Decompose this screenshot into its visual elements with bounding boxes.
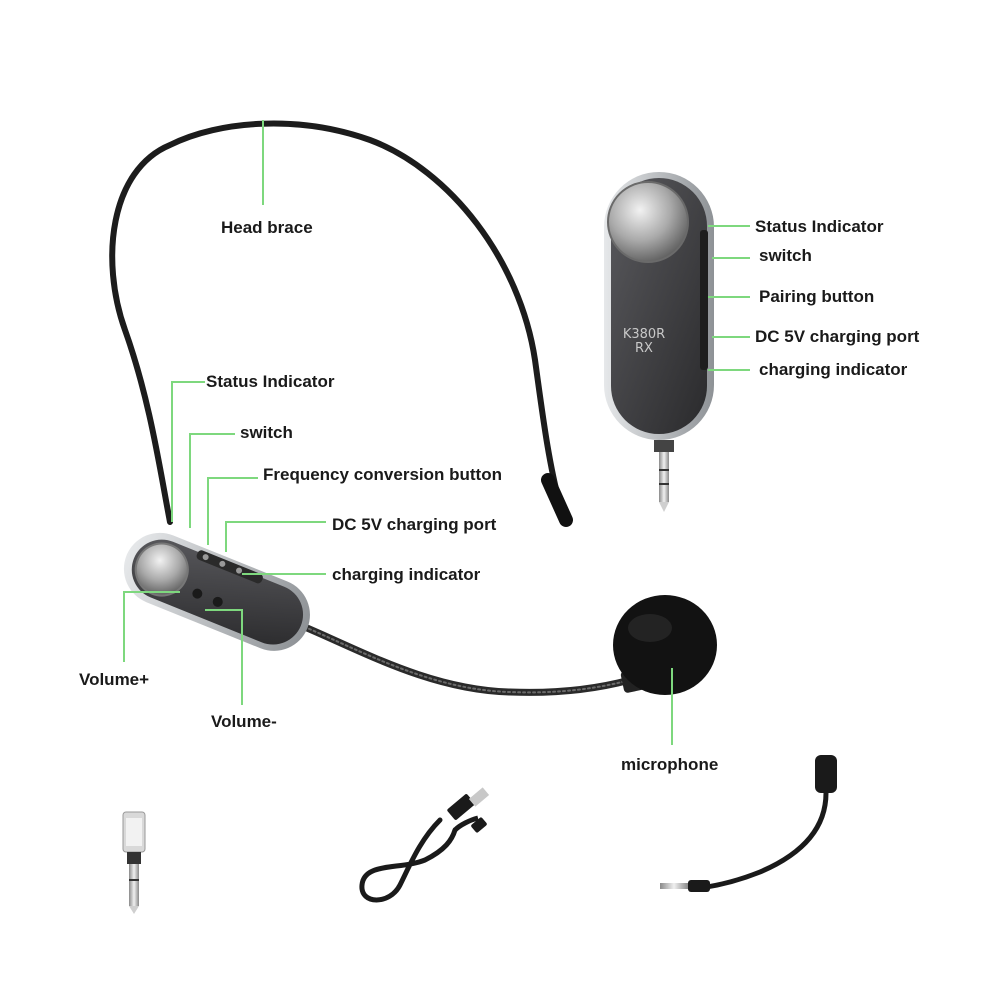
head-brace-tip (541, 473, 573, 527)
receiver-unit: K380R RX (604, 172, 714, 512)
label-volume-plus: Volume+ (79, 670, 150, 689)
usb-cable-icon (359, 787, 490, 903)
label-receiver-switch: switch (759, 246, 812, 265)
label-pairing-button: Pairing button (759, 287, 875, 306)
head-brace (109, 120, 563, 525)
label-headset-charging-indicator: charging indicator (332, 565, 481, 584)
headset-transmitter (123, 532, 310, 651)
label-headset-dc-port: DC 5V charging port (332, 515, 497, 534)
label-headset-status-indicator: Status Indicator (206, 372, 335, 391)
microphone-foam (613, 595, 717, 695)
label-receiver-status-indicator: Status Indicator (755, 217, 884, 236)
label-headset-switch: switch (240, 423, 293, 442)
receiver-model-line1: K380R (623, 327, 665, 342)
label-frequency-conversion-button: Frequency conversion button (263, 465, 502, 484)
label-microphone: microphone (621, 755, 719, 774)
microphone-boom (296, 621, 634, 696)
label-receiver-dc-port: DC 5V charging port (755, 327, 920, 346)
label-head-brace: Head brace (221, 218, 313, 237)
audio-adapter-icon (122, 811, 146, 914)
receiver-model-line2: RX (635, 341, 653, 356)
leader-lines (123, 120, 750, 745)
label-volume-minus: Volume- (211, 712, 277, 731)
audio-cable-icon (660, 755, 837, 892)
label-receiver-charging-indicator: charging indicator (759, 360, 908, 379)
